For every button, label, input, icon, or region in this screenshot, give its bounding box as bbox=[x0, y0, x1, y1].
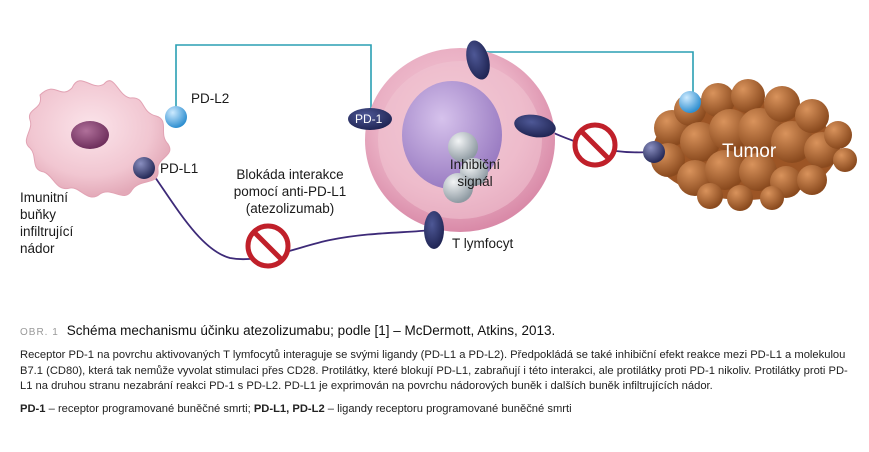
legend-term: PD-1 bbox=[20, 402, 46, 415]
caption-title: Schéma mechanismu účinku atezolizumabu; … bbox=[66, 323, 556, 338]
blockade-label-line: (atezolizumab) bbox=[245, 201, 335, 216]
inhibitory-signal-label: Inhibiční signál bbox=[435, 156, 515, 190]
immune-cells-label-line: nádor bbox=[20, 241, 55, 256]
pd-l2-ligand-immune bbox=[165, 106, 187, 128]
pd-1-receptor-right bbox=[514, 114, 556, 138]
inhibitory-signal-line: Inhibiční bbox=[449, 157, 501, 172]
immune-cell-nucleus bbox=[71, 121, 109, 149]
figure-number: OBR. 1 bbox=[20, 327, 59, 338]
legend-term: PD-L1, PD-L2 bbox=[253, 402, 325, 415]
immune-cells-label: Imunitní buňky infiltrující nádor bbox=[20, 189, 73, 257]
pd-l2-left-connector bbox=[175, 44, 372, 113]
figure-caption: OBR. 1 Schéma mechanismu účinku atezolizu… bbox=[20, 322, 860, 417]
pd-1-label: PD-1 bbox=[355, 112, 383, 126]
legend-definition: – ligandy receptoru programované buněčné… bbox=[324, 402, 572, 415]
t-cell-label: T lymfocyt bbox=[452, 236, 514, 251]
pd-l1-label: PD-L1 bbox=[160, 161, 199, 176]
blockade-label-line: Blokáda interakce bbox=[236, 167, 344, 182]
legend-definition: – receptor programované buněčné smrti; bbox=[45, 402, 254, 415]
pd-1-receptor-bottom bbox=[424, 211, 444, 249]
pd-l2-ligand-tumor bbox=[679, 91, 701, 113]
immune-cells-label-line: infiltrující bbox=[20, 224, 74, 239]
tumor bbox=[651, 79, 857, 211]
caption-legend: PD-1 – receptor programované buněčné smr… bbox=[20, 402, 860, 418]
pd-l2-label: PD-L2 bbox=[191, 91, 230, 106]
immune-cell bbox=[25, 80, 171, 198]
pd-1-receptor-left bbox=[348, 108, 392, 130]
caption-body: Receptor PD-1 na povrchu aktivovaných T … bbox=[20, 349, 848, 393]
pd-l1-ligand-tumor bbox=[643, 141, 665, 163]
inhibitory-signal-line: signál bbox=[457, 174, 493, 189]
caption-title-row: OBR. 1 Schéma mechanismu účinku atezolizu… bbox=[20, 322, 860, 342]
immune-cells-label-line: Imunitní bbox=[20, 190, 69, 205]
blockade-label: Blokáda interakce pomocí anti-PD-L1 (ate… bbox=[205, 166, 375, 217]
t-cell bbox=[365, 48, 555, 232]
blockade-label-line: pomocí anti-PD-L1 bbox=[233, 184, 347, 199]
prohibition-sign-icon bbox=[572, 122, 618, 168]
inhibitory-signal-spheres bbox=[443, 132, 488, 203]
prohibition-sign-icon bbox=[245, 223, 291, 269]
pd-1-receptor-top bbox=[466, 40, 490, 80]
pd-l1-ligand-immune bbox=[133, 157, 155, 179]
immune-cells-label-line: buňky bbox=[20, 207, 57, 222]
tumor-label: Tumor bbox=[722, 141, 777, 162]
mechanism-diagram bbox=[25, 40, 857, 269]
